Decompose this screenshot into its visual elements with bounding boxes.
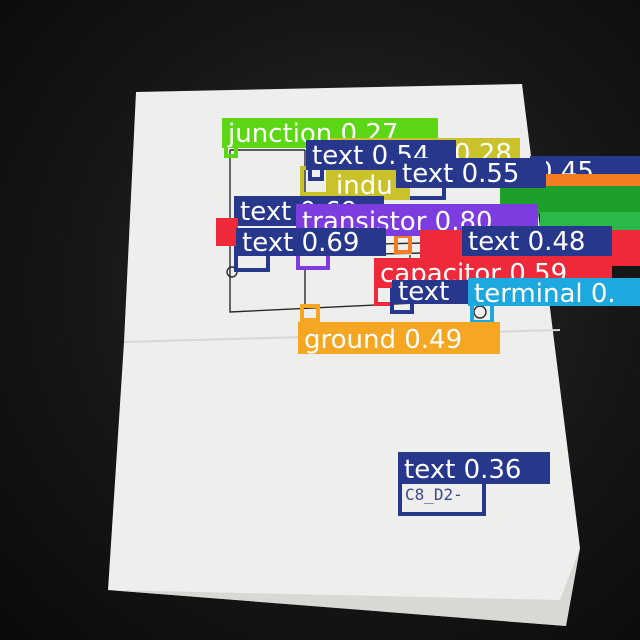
detection-labels: junction 0.27 0.28 text 0.54 0.45 indu t… xyxy=(216,118,640,485)
label-text036: text 0.36 xyxy=(404,455,521,485)
label-bg-red-left xyxy=(216,218,238,246)
label-terminal: terminal 0. xyxy=(474,279,616,309)
label-bg-text069b xyxy=(236,228,386,256)
label-bg-text-small xyxy=(392,280,468,304)
label-ground: ground 0.49 xyxy=(304,325,462,355)
label-text055: text 0.55 xyxy=(402,159,519,189)
label-text-small: text xyxy=(398,277,449,307)
ground-box xyxy=(300,304,320,322)
paper-shadow xyxy=(108,548,580,626)
detection-boxes xyxy=(224,144,494,516)
label-bg-text055 xyxy=(396,158,546,188)
label-text048: text 0.48 xyxy=(468,227,585,257)
label-text069b: text 0.69 xyxy=(242,228,359,258)
label-bg-terminal xyxy=(468,278,640,306)
label-bg-text048 xyxy=(462,226,612,256)
label-bg-text036 xyxy=(398,452,550,484)
paper-note: C8_D2- xyxy=(405,485,463,504)
label-bg-ground xyxy=(298,322,500,354)
